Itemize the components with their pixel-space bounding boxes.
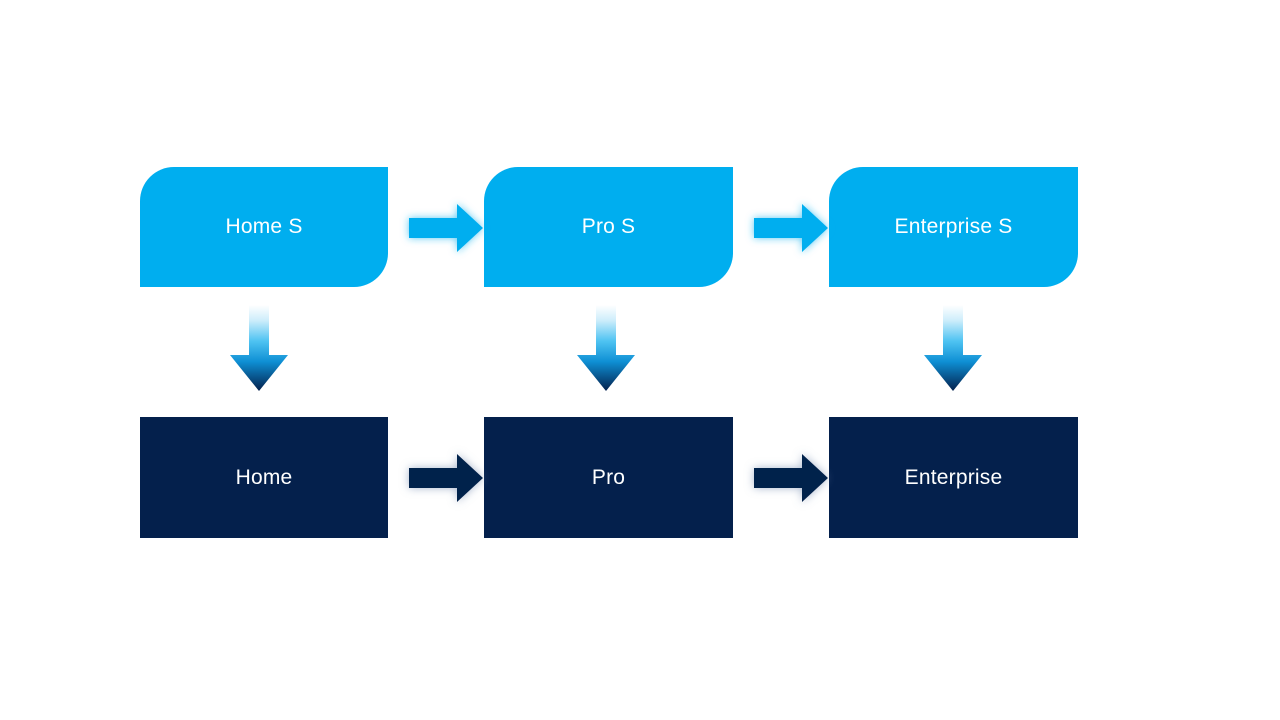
- arrow-right-icon: [754, 454, 828, 502]
- node-label: Pro: [591, 465, 626, 489]
- connector-enterprise-s-to-enterprise[interactable]: [920, 303, 986, 393]
- arrow-down-icon: [924, 305, 982, 391]
- node-label: Enterprise: [904, 465, 1003, 489]
- connector-home-s-to-home[interactable]: [226, 303, 292, 393]
- node-enterprise-s[interactable]: Enterprise S: [829, 167, 1078, 287]
- node-enterprise[interactable]: Enterprise: [829, 417, 1078, 538]
- connector-home-s-to-pro-s[interactable]: [405, 200, 487, 256]
- node-home[interactable]: Home: [140, 417, 388, 538]
- arrow-right-icon: [754, 204, 828, 252]
- arrow-right-icon: [409, 454, 483, 502]
- connector-pro-to-enterprise[interactable]: [750, 450, 832, 506]
- node-label: Home: [235, 465, 293, 489]
- connector-home-to-pro[interactable]: [405, 450, 487, 506]
- node-pro-s[interactable]: Pro S: [484, 167, 733, 287]
- node-label: Home S: [225, 215, 303, 239]
- arrow-down-icon: [230, 305, 288, 391]
- node-label: Enterprise S: [894, 215, 1013, 239]
- node-home-s[interactable]: Home S: [140, 167, 388, 287]
- connector-pro-s-to-enterprise-s[interactable]: [750, 200, 832, 256]
- connector-pro-s-to-pro[interactable]: [573, 303, 639, 393]
- arrow-right-icon: [409, 204, 483, 252]
- arrow-down-icon: [577, 305, 635, 391]
- node-label: Pro S: [581, 215, 636, 239]
- node-pro[interactable]: Pro: [484, 417, 733, 538]
